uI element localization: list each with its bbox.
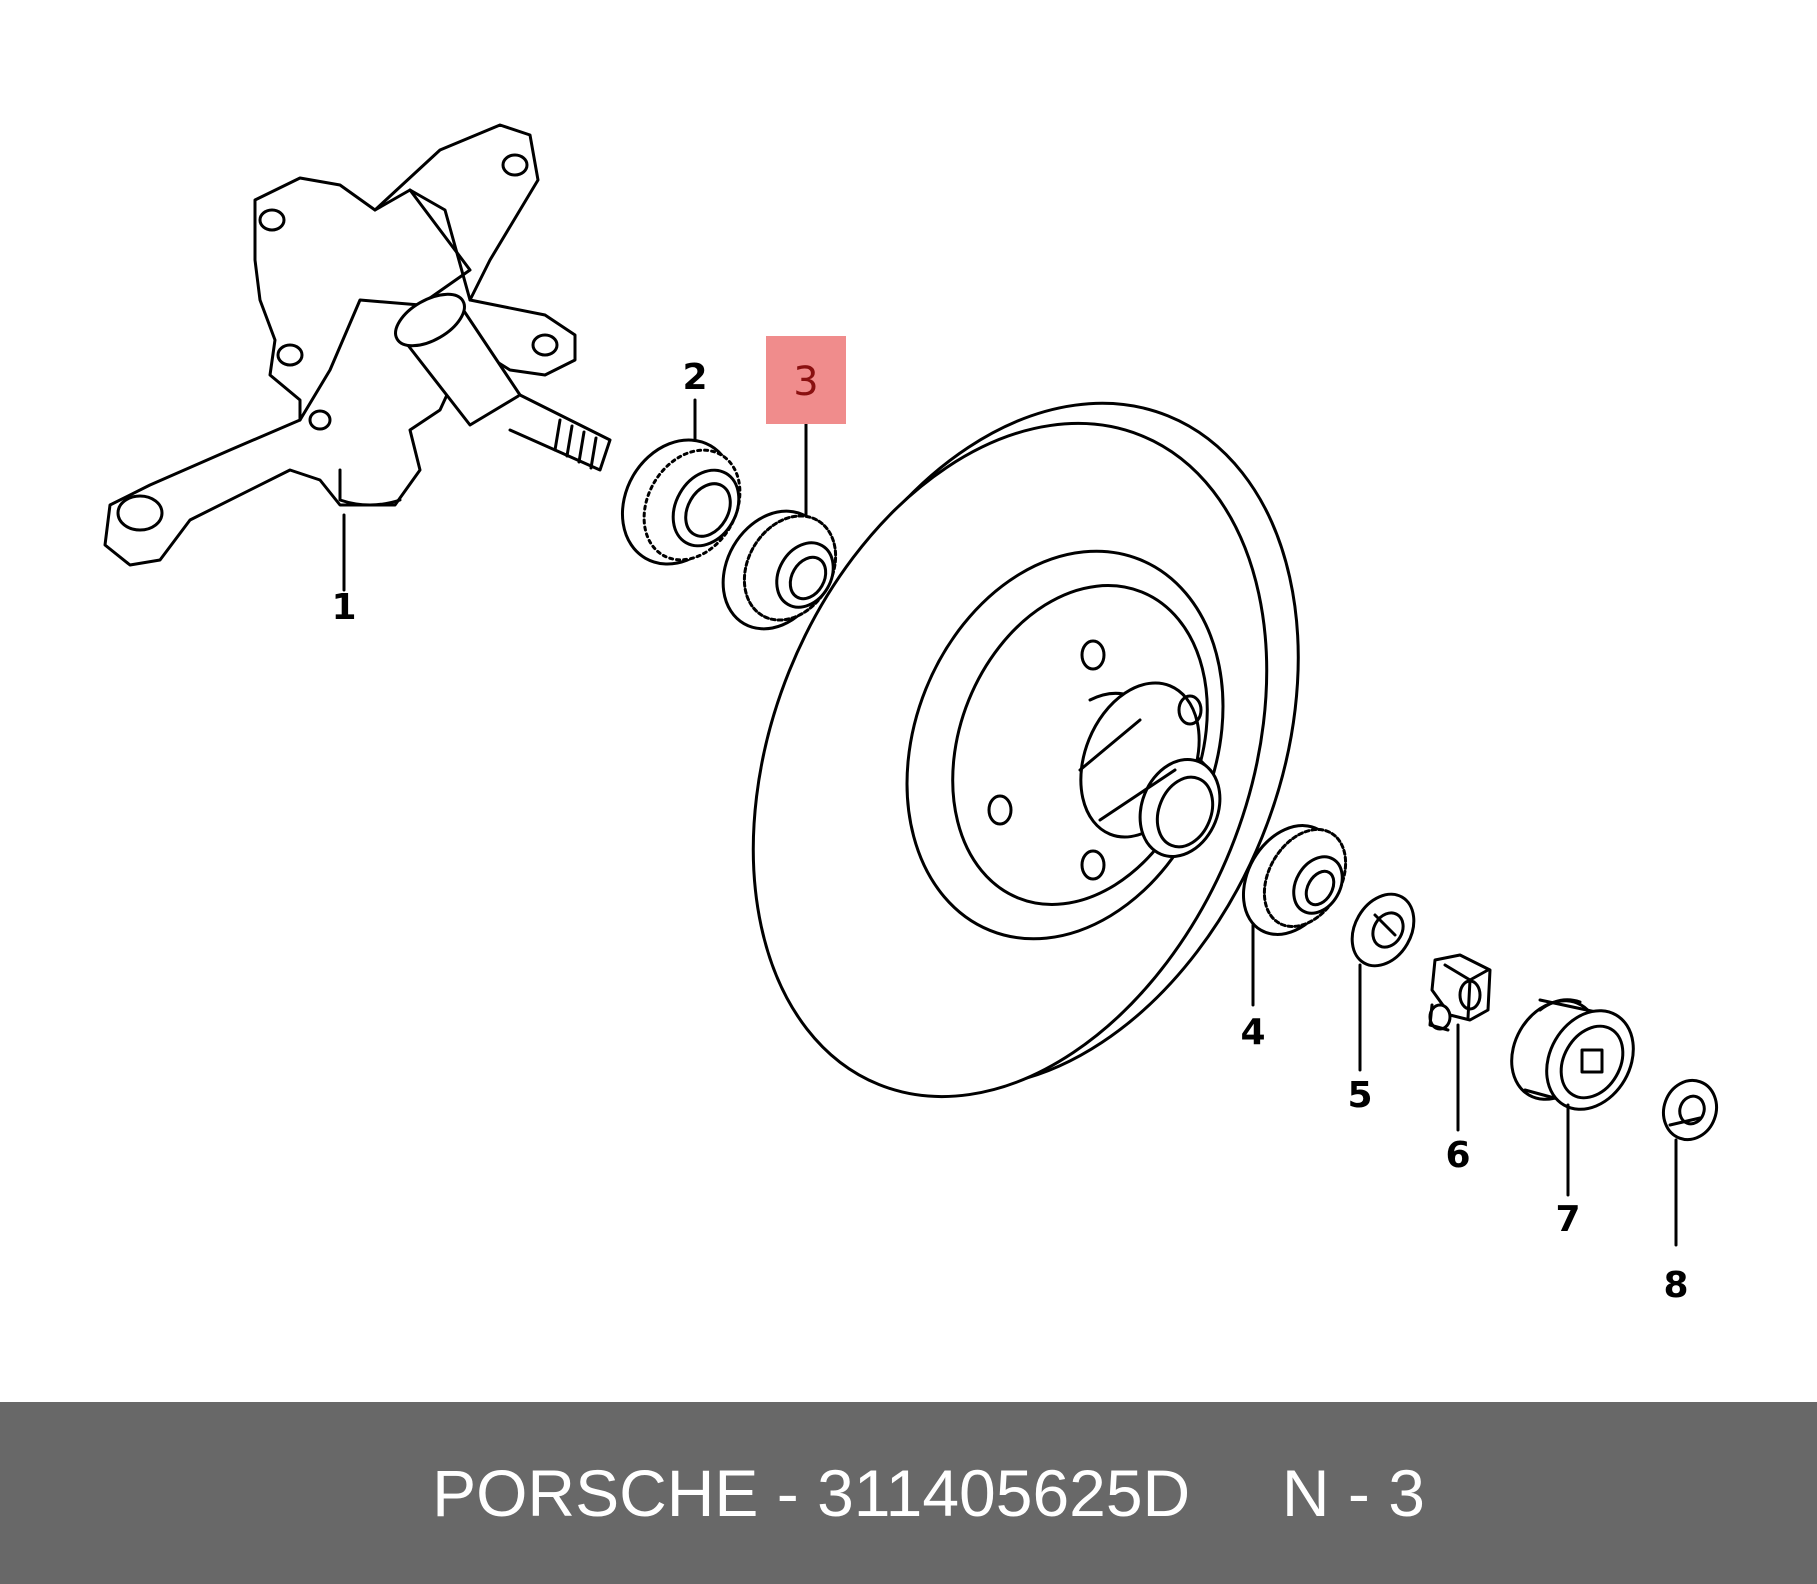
retaining-clip-part [1655,1073,1724,1147]
callout-1[interactable]: 1 [331,587,357,628]
callout-3-highlighted[interactable]: 3 [793,359,819,405]
exploded-parts-diagram [0,0,1817,1400]
callout-6[interactable]: 6 [1445,1135,1471,1176]
dust-cap-part [1494,985,1650,1125]
callout-4[interactable]: 4 [1240,1012,1266,1053]
outer-wheel-bearing-part [702,492,853,647]
inner-wheel-bearing-part [1225,809,1363,951]
callout-7[interactable]: 7 [1555,1199,1581,1240]
grease-seal-part [600,420,759,585]
highlight-marker [766,336,846,424]
brake-disc-hub [658,324,1395,1174]
callout-2[interactable]: 2 [682,357,708,398]
thrust-washer-part [1340,883,1426,977]
part-number-label: PORSCHE - 311405625D N - 3 [432,1456,1425,1530]
callout-8[interactable]: 8 [1663,1265,1689,1306]
clamp-nut-part [1430,955,1490,1030]
callout-5[interactable]: 5 [1347,1075,1373,1116]
steering-knuckle-part [105,125,610,565]
part-number-footer: PORSCHE - 311405625D N - 3 [0,1402,1817,1584]
